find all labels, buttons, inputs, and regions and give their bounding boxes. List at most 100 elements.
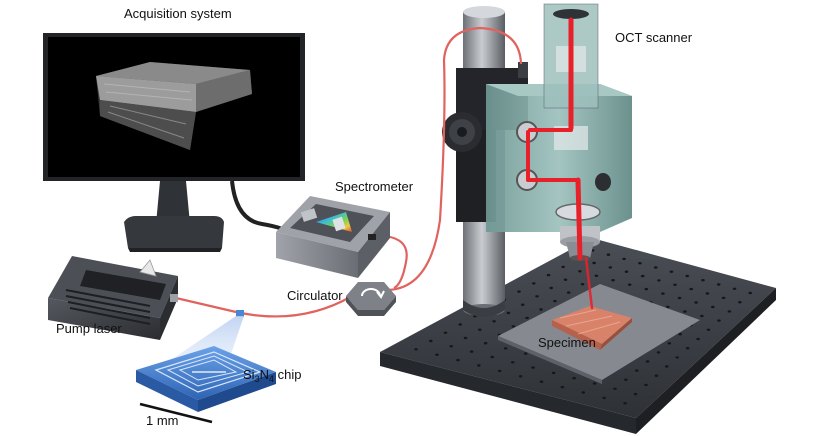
- table-hole: [560, 385, 565, 389]
- table-hole: [700, 314, 704, 318]
- table-hole: [518, 375, 523, 378]
- table-hole: [463, 336, 468, 340]
- label-scale-bar: 1 mm: [146, 413, 179, 428]
- monitor-stand: [124, 216, 224, 248]
- table-hole: [414, 348, 418, 351]
- table-hole: [677, 296, 682, 300]
- table-hole: [683, 310, 687, 313]
- scale-bar: [139, 402, 213, 424]
- chip-subscript-4: 4: [268, 374, 274, 384]
- table-hole: [535, 295, 539, 298]
- table-hole: [685, 347, 690, 350]
- table-hole: [694, 301, 698, 304]
- label-oct-scanner: OCT scanner: [615, 30, 693, 45]
- fiber-circulator-to-oct: [385, 26, 523, 292]
- table-hole: [608, 266, 613, 269]
- table-hole: [696, 337, 700, 341]
- chip-text-suffix: chip: [273, 367, 302, 382]
- label-specimen: Specimen: [538, 335, 596, 350]
- optical-table: [380, 238, 776, 434]
- chip-subscript-3: 3: [254, 374, 260, 384]
- table-hole: [525, 316, 529, 320]
- table-hole: [602, 396, 606, 400]
- table-hole: [578, 270, 582, 273]
- monitor-cable: [230, 180, 292, 236]
- table-hole: [645, 360, 650, 363]
- table-hole: [592, 261, 596, 265]
- oct-volume-image: [96, 62, 252, 150]
- table-hole: [669, 270, 674, 273]
- table-hole: [594, 274, 599, 277]
- table-hole: [678, 333, 682, 336]
- chip: [136, 310, 276, 412]
- table-hole: [666, 305, 670, 309]
- table-hole: [566, 291, 571, 294]
- table-hole: [748, 291, 752, 295]
- table-hole: [638, 262, 642, 265]
- table-hole: [449, 345, 454, 348]
- table-hole: [517, 290, 521, 293]
- table-hole: [640, 274, 645, 278]
- table-hole: [665, 365, 669, 368]
- table-hole: [546, 273, 551, 277]
- monitor: [43, 33, 305, 252]
- table-hole: [506, 311, 511, 315]
- table-hole: [738, 301, 742, 304]
- table-hole: [520, 303, 525, 306]
- table-hole: [490, 355, 495, 359]
- table-hole: [435, 353, 439, 356]
- table-hole: [456, 358, 460, 362]
- table-hole: [623, 402, 627, 405]
- spectrometer: [276, 196, 390, 278]
- table-hole: [458, 323, 463, 326]
- table-hole: [551, 371, 556, 375]
- label-spectrometer: Spectrometer: [335, 179, 414, 194]
- label-acquisition-system: Acquisition system: [124, 6, 232, 21]
- table-hole: [539, 380, 544, 383]
- table-hole: [613, 387, 617, 390]
- table-hole: [580, 283, 585, 286]
- table-hole: [622, 257, 626, 261]
- table-hole: [716, 283, 721, 286]
- table-hole: [721, 296, 726, 300]
- circulator-arrow: [376, 290, 385, 299]
- table-hole: [657, 279, 661, 282]
- oct-scanner: [442, 3, 632, 261]
- table-hole: [511, 325, 516, 328]
- table-hole: [469, 350, 474, 353]
- table-hole: [563, 278, 568, 281]
- table-hole: [483, 342, 488, 345]
- table-hole: [549, 286, 553, 290]
- table-hole: [624, 378, 628, 381]
- table-hole: [478, 328, 482, 331]
- laser-beam: [526, 17, 594, 310]
- table-hole: [497, 369, 502, 373]
- chip-text-n: N: [259, 367, 269, 382]
- table-hole: [492, 320, 496, 323]
- table-hole: [644, 383, 648, 387]
- scanner-housing: [486, 84, 632, 232]
- label-pump-laser: Pump laser: [56, 321, 122, 336]
- table-hole: [644, 287, 649, 291]
- table-hole: [706, 328, 711, 331]
- chip-text-si: Si: [243, 367, 255, 382]
- table-hole: [711, 305, 715, 309]
- table-hole: [443, 331, 448, 334]
- table-hole: [653, 266, 658, 269]
- table-hole: [503, 347, 508, 350]
- table-hole: [572, 377, 576, 380]
- table-hole: [635, 369, 639, 372]
- table-hole: [627, 283, 632, 286]
- table-hole: [705, 292, 710, 295]
- table-hole: [675, 356, 679, 359]
- label-chip: Si3N4 chip: [243, 368, 301, 384]
- table-hole: [732, 287, 737, 290]
- table-hole: [581, 391, 586, 394]
- monitor-neck: [156, 181, 190, 224]
- circulator: [346, 282, 396, 316]
- table-hole: [624, 270, 629, 273]
- table-hole: [429, 339, 433, 343]
- chip-on-fiber: [236, 310, 244, 317]
